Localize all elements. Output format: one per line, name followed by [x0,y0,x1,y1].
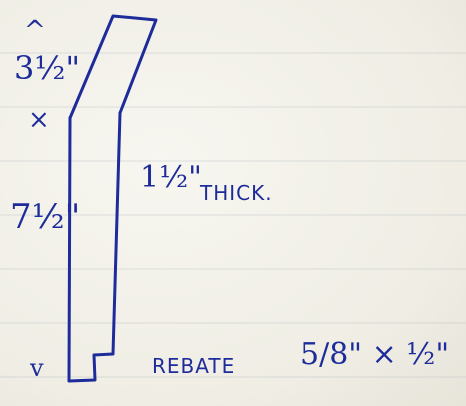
thickness-value-label: 1½" [140,160,202,195]
thickness-word-label: THICK. [200,181,273,205]
bottom-arrow-mark: v [30,354,44,382]
angled-top-section [68,14,158,120]
bottom-length-label: 7½" [10,197,81,237]
top-arrow-mark: ^ [24,16,46,46]
straight-lower-section [67,111,122,383]
top-length-label: 3½" [14,49,81,87]
rebate-word-label: REBATE [152,354,236,378]
crossover-mark: × [28,105,50,135]
rebate-size-label: 5/8" × ½" [300,337,450,372]
